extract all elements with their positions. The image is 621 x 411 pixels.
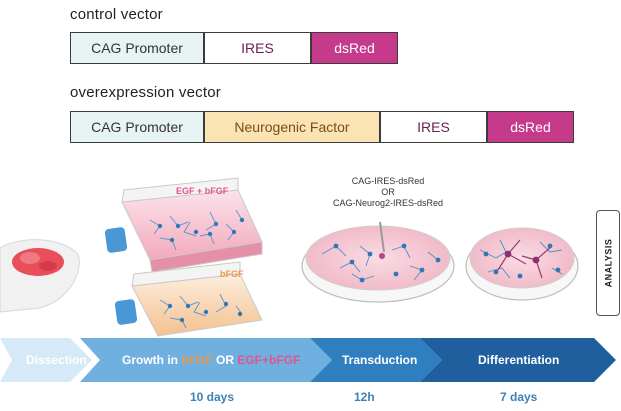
vector-option-or: OR — [381, 187, 395, 197]
arrow-dissection — [0, 338, 92, 382]
vector-option-neurog2: CAG-Neurog2-IRES-dsRed — [332, 198, 444, 208]
analysis-box: ANALYSIS — [596, 210, 620, 316]
growth-option-bfgf: bFGF — [181, 353, 213, 367]
arrow-growth — [80, 338, 332, 382]
growth-or: OR — [212, 353, 238, 367]
step-differentiation: Differentiation — [478, 353, 560, 367]
step-dissection: Dissection — [26, 353, 87, 367]
flask-egf-bfgf — [104, 177, 263, 273]
overexp-dsred-segment: dsRed — [487, 111, 574, 143]
overexp-cag-promoter-segment: CAG Promoter — [70, 111, 204, 143]
timeline-arrows — [0, 338, 616, 382]
step-growth: Growth in bFGF OR EGF+bFGF — [122, 353, 300, 367]
duration-transduction: 12h — [354, 390, 375, 404]
workflow-illustration — [0, 177, 579, 337]
flask-top-label: EGF + bFGF — [176, 186, 229, 196]
flask-bottom-label: bFGF — [220, 269, 244, 279]
duration-growth: 10 days — [190, 390, 235, 404]
step-transduction: Transduction — [342, 353, 418, 367]
control-dsred-segment: dsRed — [311, 32, 398, 64]
mouse-head-illustration — [0, 239, 80, 313]
analysis-label: ANALYSIS — [603, 238, 613, 288]
duration-differentiation: 7 days — [500, 390, 538, 404]
arrow-differentiation — [420, 338, 616, 382]
vector-option-control: CAG-IRES-dsRed — [351, 176, 425, 186]
arrow-transduction — [310, 338, 442, 382]
transduction-vector-label: CAG-IRES-dsRed OR CAG-Neurog2-IRES-dsRed — [318, 176, 458, 209]
growth-option-egf-bfgf: EGF+bFGF — [237, 353, 301, 367]
control-cag-promoter-segment: CAG Promoter — [70, 32, 204, 64]
growth-prefix: Growth in — [122, 353, 182, 367]
neurogenic-factor-segment: Neurogenic Factor — [204, 111, 380, 143]
transduction-dish — [301, 221, 455, 303]
control-ires-segment: IRES — [204, 32, 311, 64]
control-vector-title: control vector — [70, 6, 163, 23]
overexp-ires-segment: IRES — [380, 111, 487, 143]
overexpression-vector-title: overexpression vector — [70, 84, 221, 101]
differentiation-dish — [465, 227, 579, 301]
flask-bfgf — [114, 261, 263, 337]
